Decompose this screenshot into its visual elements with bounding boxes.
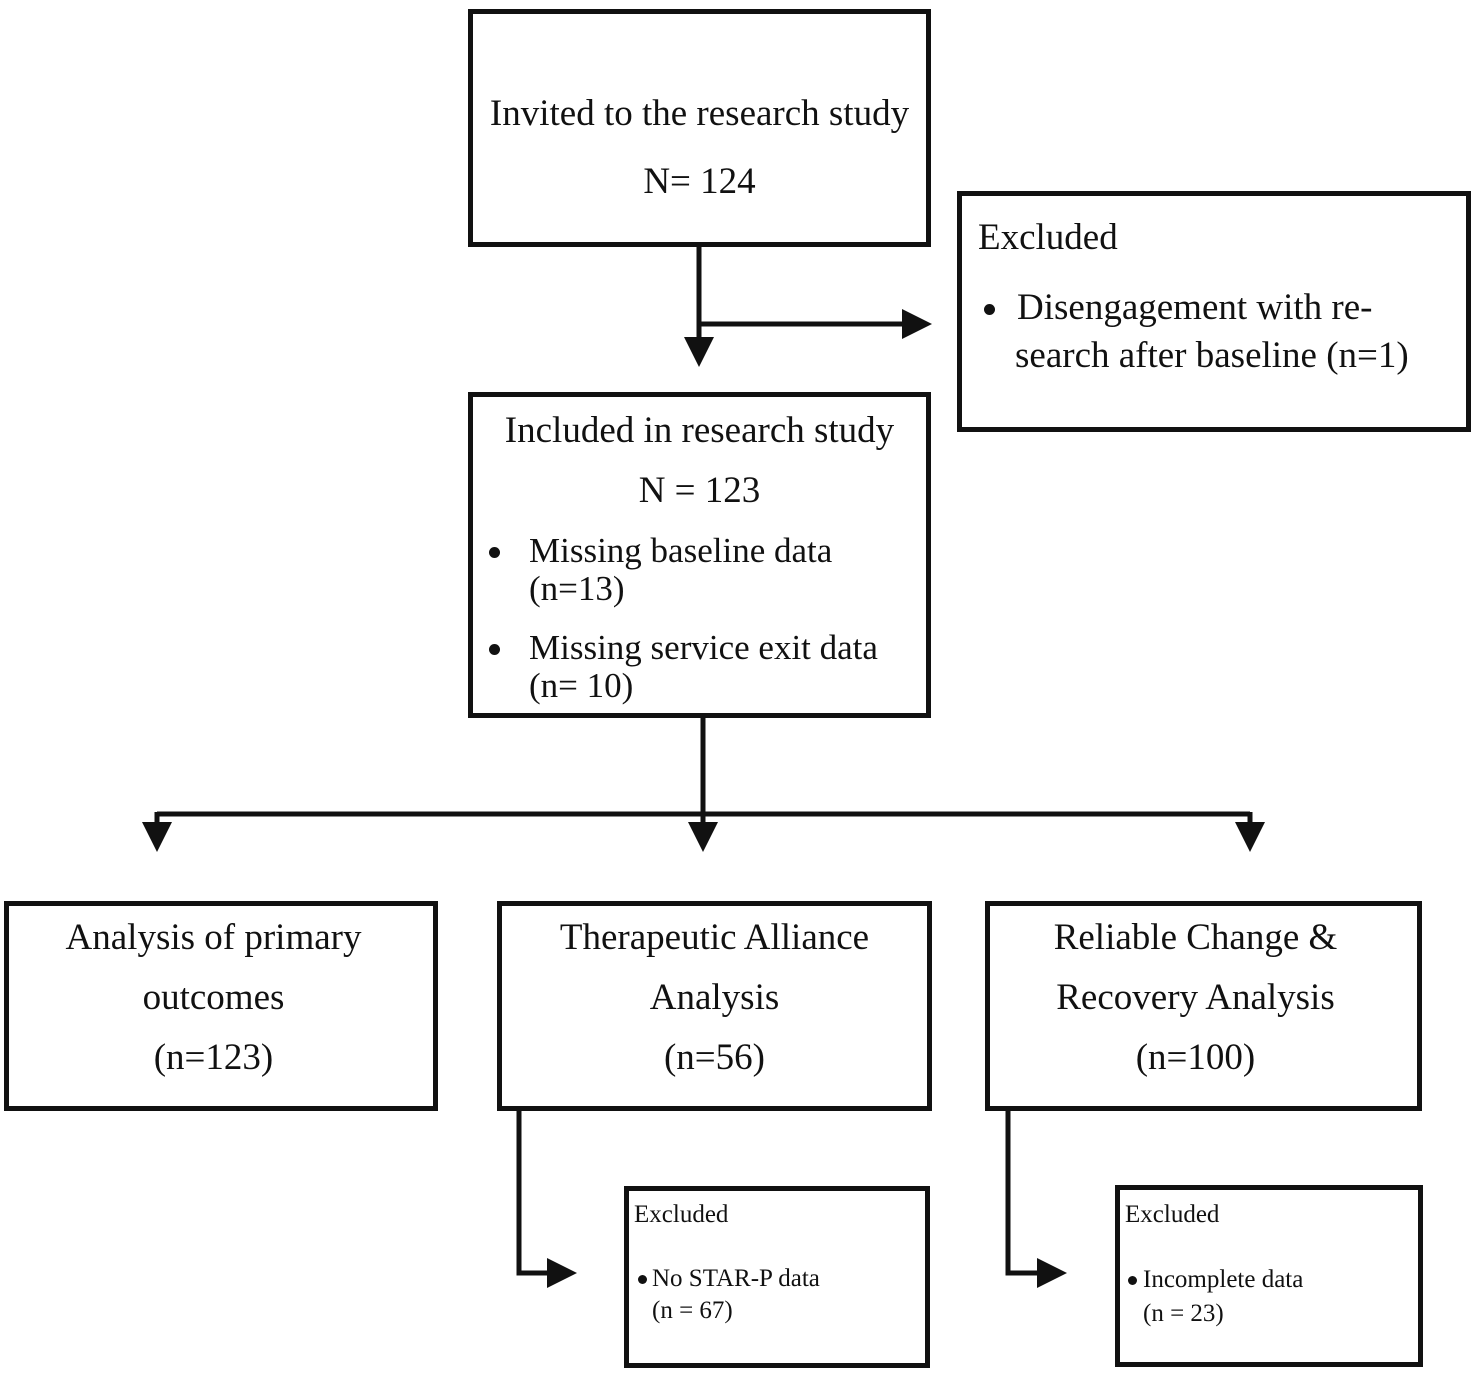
analysis-line1: Analysis of primary [65, 917, 362, 958]
analysis-line2: outcomes [142, 977, 285, 1018]
analysis-line1: Therapeutic Alliance [559, 917, 870, 958]
excluded-alliance-title: Excluded [634, 1201, 729, 1228]
alliance-analysis-box: Therapeutic Alliance Analysis (n=56) [497, 901, 932, 1111]
analysis-line1: Reliable Change & [1053, 917, 1338, 958]
recovery-analysis-box: Reliable Change & Recovery Analysis (n=1… [985, 901, 1422, 1111]
analysis-line2: Analysis [649, 977, 780, 1018]
excluded-recovery-title: Excluded [1125, 1201, 1220, 1228]
excluded-recovery-item-line2: (n = 23) [1143, 1300, 1224, 1327]
excluded-alliance-item-line2: (n = 67) [652, 1297, 733, 1324]
included-title: Included in research study [504, 410, 895, 451]
arrow-to-excluded-recovery [1005, 1108, 1067, 1288]
excluded-recovery-box: Excluded Incomplete data (n = 23) [1115, 1185, 1423, 1367]
excluded-top-item-line1: Disengagement with re- [1017, 287, 1373, 328]
analysis-line2: Recovery Analysis [1056, 977, 1335, 1018]
included-item-line1: Missing service exit data [529, 628, 878, 667]
bullet-icon [489, 547, 500, 558]
invited-title: Invited to the research study [489, 93, 910, 134]
excluded-top-box: Excluded Disengagement with re- search a… [957, 191, 1471, 432]
excluded-top-title: Excluded [978, 217, 1118, 258]
primary-outcomes-box: Analysis of primary outcomes (n=123) [4, 901, 438, 1111]
analysis-count: (n=56) [663, 1037, 765, 1078]
analysis-count: (n=100) [1135, 1037, 1256, 1078]
included-item-line2: (n= 10) [529, 666, 634, 705]
analysis-count: (n=123) [153, 1037, 274, 1078]
arrow-to-excluded-alliance [516, 1108, 577, 1288]
invited-box: Invited to the research study N= 124 [468, 9, 931, 247]
included-box: Included in research study N = 123 Missi… [468, 392, 931, 718]
bullet-icon [984, 304, 995, 315]
bullet-icon [489, 644, 500, 655]
included-count: N = 123 [638, 470, 761, 511]
excluded-top-item-line2: search after baseline (n=1) [1015, 335, 1409, 376]
bullet-icon [638, 1275, 647, 1284]
invited-count: N= 124 [643, 161, 756, 202]
excluded-alliance-box: Excluded No STAR-P data (n = 67) [624, 1186, 930, 1368]
excluded-alliance-item-line1: No STAR-P data [652, 1265, 820, 1292]
excluded-recovery-item-line1: Incomplete data [1143, 1266, 1304, 1293]
included-item-line2: (n=13) [529, 569, 625, 608]
included-item-line1: Missing baseline data [529, 531, 833, 570]
bullet-icon [1128, 1276, 1137, 1285]
